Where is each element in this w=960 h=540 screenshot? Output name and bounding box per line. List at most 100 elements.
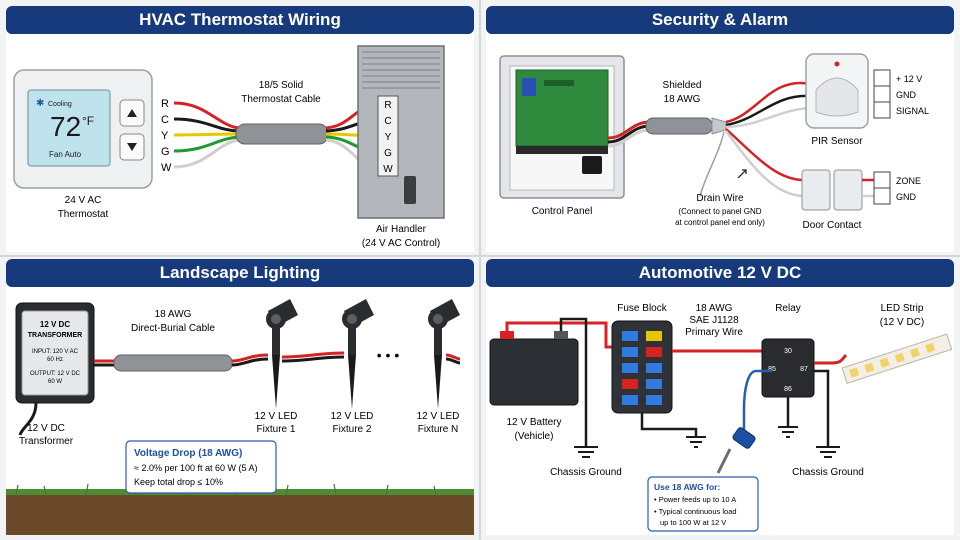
door-wire-white [724, 130, 805, 198]
terminal-block [516, 146, 608, 154]
door-contact-label: Door Contact [803, 220, 862, 231]
vertical-divider [479, 0, 481, 540]
relay-pin-30: 30 [784, 348, 792, 355]
board-chip [522, 78, 536, 96]
snowflake-icon: ✱ [36, 98, 44, 109]
terminal-g: G [384, 148, 392, 159]
battery-label-1: 12 V Battery [506, 417, 561, 428]
fixture-2-line-1: 12 V LED [331, 411, 374, 422]
note-title: Use 18 AWG for: [654, 482, 720, 492]
land-cable-label-2: Direct-Burial Cable [131, 323, 215, 334]
door-contact-magnet [801, 169, 831, 211]
sec-wire-white [607, 128, 651, 148]
sec-cable-label-1: Shielded [663, 80, 702, 91]
control-panel-label: Control Panel [532, 206, 593, 217]
fixture-n-light [428, 299, 460, 409]
led-strip [841, 333, 953, 384]
security-diagram: Control Panel Shielded 18 AWG Drain Wire… [499, 53, 929, 231]
terminal-w: W [383, 164, 393, 175]
land-wire-red-3 [445, 353, 461, 361]
wire-black [173, 117, 239, 133]
shield-braid [711, 117, 727, 135]
shielded-cable [645, 117, 713, 135]
connector-probe [716, 448, 732, 474]
awg-label-2: SAE J1128 [689, 315, 739, 326]
air-handler-switch [404, 176, 416, 204]
landscape-title: Landscape Lighting [6, 259, 474, 287]
fixture-ellipsis: • • • [377, 347, 400, 363]
fixture-n-line-2: Fixture N [418, 424, 459, 435]
transformer-label-2: Transformer [19, 436, 74, 447]
pir-terminal-12v: + 12 V [896, 74, 922, 84]
pir-terminal-gnd: GND [896, 90, 917, 100]
led-strip-label-1: LED Strip [881, 303, 924, 314]
land-cable-label-1: 18 AWG [155, 309, 192, 320]
pir-lens [815, 77, 859, 117]
relay-pin-85: 85 [768, 366, 776, 373]
wire-letter-g: G [161, 146, 170, 158]
ground-symbol-fuse [686, 436, 706, 448]
thermostat-label-2: Thermostat [58, 209, 109, 220]
drain-arrow-head [742, 169, 747, 174]
note-line-1: • Power feeds up to 10 A [654, 495, 736, 504]
air-handler-label-1: Air Handler [376, 224, 427, 235]
pir-terminal-block [873, 69, 891, 119]
land-wire-red-2 [281, 351, 345, 359]
relay-pin-87: 87 [800, 366, 808, 373]
landscape-diagram: 12 V DC TRANSFORMER INPUT: 120 V AC 60 H… [6, 299, 474, 535]
landscape-panel: Landscape Lighting 12 V DC TRANSFORMER I… [6, 259, 474, 535]
fixture-n-line-1: 12 V LED [417, 411, 460, 422]
thermostat-unit: °F [82, 114, 94, 128]
fuse-block-label: Fuse Block [617, 303, 667, 314]
trigger-wire [742, 369, 772, 431]
thermostat-mode: Cooling [48, 101, 72, 108]
air-handler-label-2: (24 V AC Control) [362, 238, 440, 249]
vdrop-line-1: ≈ 2.0% per 100 ft at 60 W (5 A) [134, 463, 258, 473]
battery-negative-terminal [554, 331, 568, 339]
pir-terminal-signal: SIGNAL [896, 106, 929, 116]
chassis-ground-right: Chassis Ground [792, 467, 864, 478]
fuse-array [622, 331, 662, 405]
horizontal-divider [0, 255, 960, 257]
pir-sensor-label: PIR Sensor [811, 136, 863, 147]
vdrop-title: Voltage Drop (18 AWG) [134, 448, 242, 459]
thermostat-screen [27, 89, 111, 167]
terminal-y: Y [385, 132, 392, 143]
drain-note-1: (Connect to panel GND [678, 207, 761, 216]
soil [6, 493, 474, 535]
automotive-diagram: 12 V Battery (Vehicle) Chassis Ground Fu… [489, 303, 953, 532]
board-trace [544, 80, 574, 86]
awg-label-3: Primary Wire [685, 327, 743, 338]
backup-battery [582, 156, 602, 174]
transformer-input-1: INPUT: 120 V AC [32, 349, 79, 355]
sec-cable-label-2: 18 AWG [664, 94, 701, 105]
hvac-panel: HVAC Thermostat Wiring ✱ Cooling 72 °F F… [6, 6, 474, 252]
battery-positive-terminal [500, 331, 514, 339]
wire-letter-y: Y [161, 130, 169, 142]
door-wire-red [725, 128, 805, 182]
land-wire-black-3 [445, 357, 461, 365]
security-panel: Security & Alarm Control Panel Shielded … [486, 6, 954, 252]
transformer-label-plate [21, 310, 89, 396]
awg-note-box [647, 476, 759, 532]
pir-led-icon [834, 61, 840, 67]
battery-label-2: (Vehicle) [515, 431, 554, 442]
fuse-block-body [611, 320, 673, 414]
thermostat-fan: Fan Auto [49, 150, 82, 159]
cable-label-1: 18/5 Solid [259, 80, 303, 91]
terminal-strip [377, 95, 399, 177]
terminal-c: C [384, 116, 391, 127]
transformer-box-2: TRANSFORMER [28, 332, 82, 339]
thermostat-label-1: 24 V AC [65, 195, 102, 206]
door-terminal-gnd: GND [896, 192, 917, 202]
drain-arrow [737, 169, 747, 179]
direct-burial-cable [113, 354, 233, 372]
air-handler-body [357, 45, 445, 219]
wire-white [173, 138, 239, 169]
battery-power-wire [505, 321, 614, 349]
automotive-title: Automotive 12 V DC [486, 259, 954, 287]
fixture-1-light [266, 299, 298, 409]
land-wire-black-2 [281, 355, 345, 363]
thermostat-cable [235, 123, 329, 145]
wire-letter-c: C [161, 114, 169, 126]
